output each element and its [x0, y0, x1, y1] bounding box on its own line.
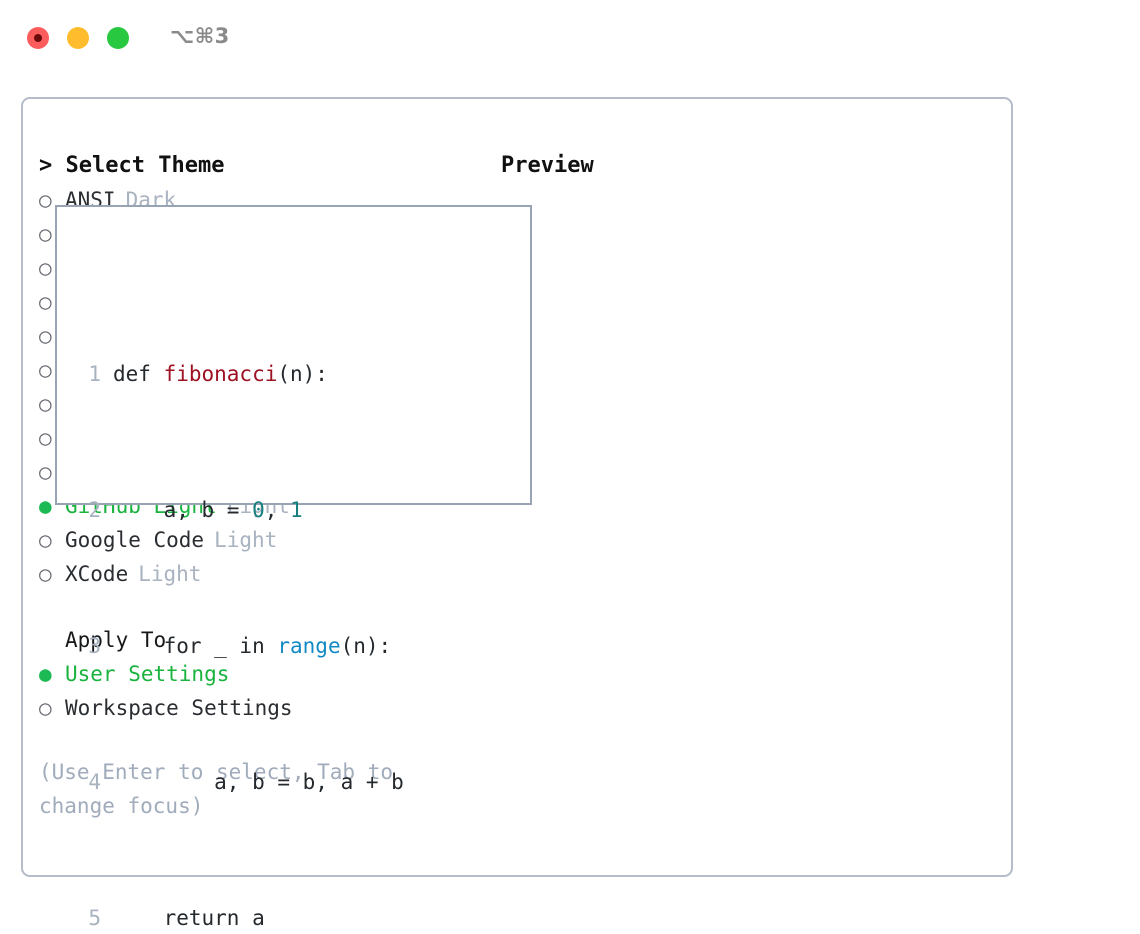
minimize-button[interactable]	[67, 27, 89, 49]
theme-label: Google Code	[65, 528, 205, 552]
theme-item-xcode[interactable]: ○ XCode Light	[39, 557, 489, 591]
radio-icon: ○	[39, 426, 52, 450]
theme-label: XCode	[65, 562, 129, 586]
theme-variant: Light	[214, 528, 278, 552]
radio-icon: ○	[39, 188, 52, 212]
theme-picker-title: > Select Theme	[39, 149, 489, 183]
prompt-caret-icon: >	[39, 153, 53, 178]
radio-icon: ○	[39, 696, 52, 720]
code-line: 1 def fibonacci(n):	[79, 357, 429, 391]
apply-to-workspace-settings[interactable]: ○ Workspace Settings	[39, 691, 489, 725]
radio-selected-icon: ●	[39, 494, 52, 518]
code-line: 5 return a	[79, 901, 429, 934]
code-token-builtin: range	[277, 634, 341, 658]
line-number: 3	[88, 634, 101, 658]
close-button[interactable]	[27, 27, 49, 49]
code-token: ,	[264, 498, 291, 522]
apply-to-label: User Settings	[65, 662, 230, 686]
page-title: Select Theme	[65, 153, 225, 178]
code-token: for _ in	[113, 634, 278, 658]
keyboard-shortcut-label: ⌥⌘3	[170, 24, 230, 48]
close-icon	[34, 34, 42, 42]
code-line: 3 for _ in range(n):	[79, 629, 429, 663]
apply-to-user-settings[interactable]: ● User Settings	[39, 657, 489, 691]
radio-selected-icon: ●	[39, 662, 52, 686]
radio-icon: ○	[39, 460, 52, 484]
radio-icon: ○	[39, 528, 52, 552]
line-number: 2	[88, 498, 101, 522]
code-token: (n):	[277, 362, 328, 386]
radio-icon: ○	[39, 562, 52, 586]
preview-title: Preview	[501, 153, 594, 178]
radio-icon: ○	[39, 392, 52, 416]
radio-icon: ○	[39, 256, 52, 280]
line-number: 4	[88, 770, 101, 794]
code-token-number: 1	[290, 498, 303, 522]
radio-icon: ○	[39, 222, 52, 246]
code-token: def	[113, 362, 164, 386]
code-token: (n):	[340, 634, 392, 658]
apply-to-list: ● User Settings ○ Workspace Settings	[39, 657, 489, 725]
apply-to-title: Apply To	[65, 628, 167, 652]
theme-item-google-code[interactable]: ○ Google Code Light	[39, 523, 489, 557]
main-panel: > Select Theme ○ ANSI Dark ○ Atom One Da…	[21, 97, 1013, 930]
code-line: 4 a, b = b, a + b	[79, 765, 429, 799]
apply-to-label: Workspace Settings	[65, 696, 293, 720]
code-token: return a	[113, 906, 265, 930]
keyboard-hint-text: (Use Enter to select, Tab to change focu…	[39, 760, 394, 818]
line-number: 1	[88, 362, 101, 386]
line-number: 5	[88, 906, 101, 930]
preview-column: Preview	[501, 149, 1001, 183]
code-line: 2 a, b = 0, 1	[79, 493, 429, 527]
radio-icon: ○	[39, 324, 52, 348]
radio-icon: ○	[39, 290, 52, 314]
theme-variant: Light	[138, 562, 202, 586]
radio-icon: ○	[39, 358, 52, 382]
code-token-function: fibonacci	[163, 362, 278, 386]
maximize-button[interactable]	[107, 27, 129, 49]
traffic-light-group	[27, 27, 129, 49]
title-bar: ⌥⌘3	[0, 0, 1140, 76]
code-token-number: 0	[252, 498, 265, 522]
code-token: a, b = b, a + b	[113, 770, 404, 794]
code-token: a, b =	[113, 498, 253, 522]
